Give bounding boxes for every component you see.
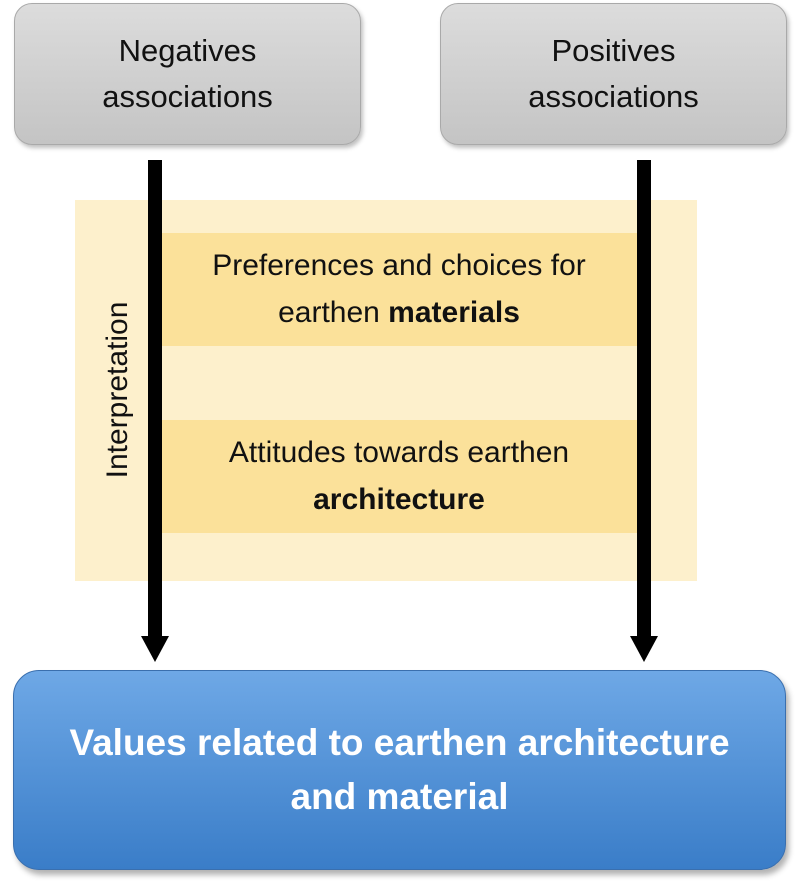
- architecture-band-line2: architecture: [313, 477, 485, 524]
- materials-band-line2-plain: earthen: [278, 295, 389, 329]
- values-box-line2: and material: [290, 776, 509, 817]
- architecture-band-line2-bold: architecture: [313, 482, 485, 516]
- right-arrow-shaft: [637, 160, 651, 638]
- positives-associations-box: Positives associations: [440, 3, 787, 145]
- materials-band-line2: earthen materials: [278, 290, 520, 337]
- interpretation-label: Interpretation: [101, 301, 134, 479]
- left-arrow-head-icon: [141, 636, 169, 662]
- architecture-band: Attitudes towards earthen architecture: [160, 420, 638, 533]
- negatives-box-line1: Negatives: [118, 32, 257, 68]
- right-arrow-head-icon: [630, 636, 658, 662]
- negatives-box-line2: associations: [102, 79, 273, 114]
- values-box-line1: Values related to earthen architecture: [69, 722, 730, 764]
- materials-band-line2-bold: materials: [388, 295, 520, 329]
- left-arrow-shaft: [148, 160, 162, 638]
- positives-box-line2: associations: [528, 79, 699, 114]
- positives-box-line1: Positives: [551, 32, 676, 68]
- negatives-associations-box: Negatives associations: [14, 3, 361, 145]
- materials-band: Preferences and choices for earthen mate…: [160, 233, 638, 346]
- architecture-band-line1: Attitudes towards earthen: [228, 436, 570, 469]
- values-box: Values related to earthen architecture a…: [13, 670, 786, 870]
- materials-band-line1: Preferences and choices for: [212, 249, 586, 282]
